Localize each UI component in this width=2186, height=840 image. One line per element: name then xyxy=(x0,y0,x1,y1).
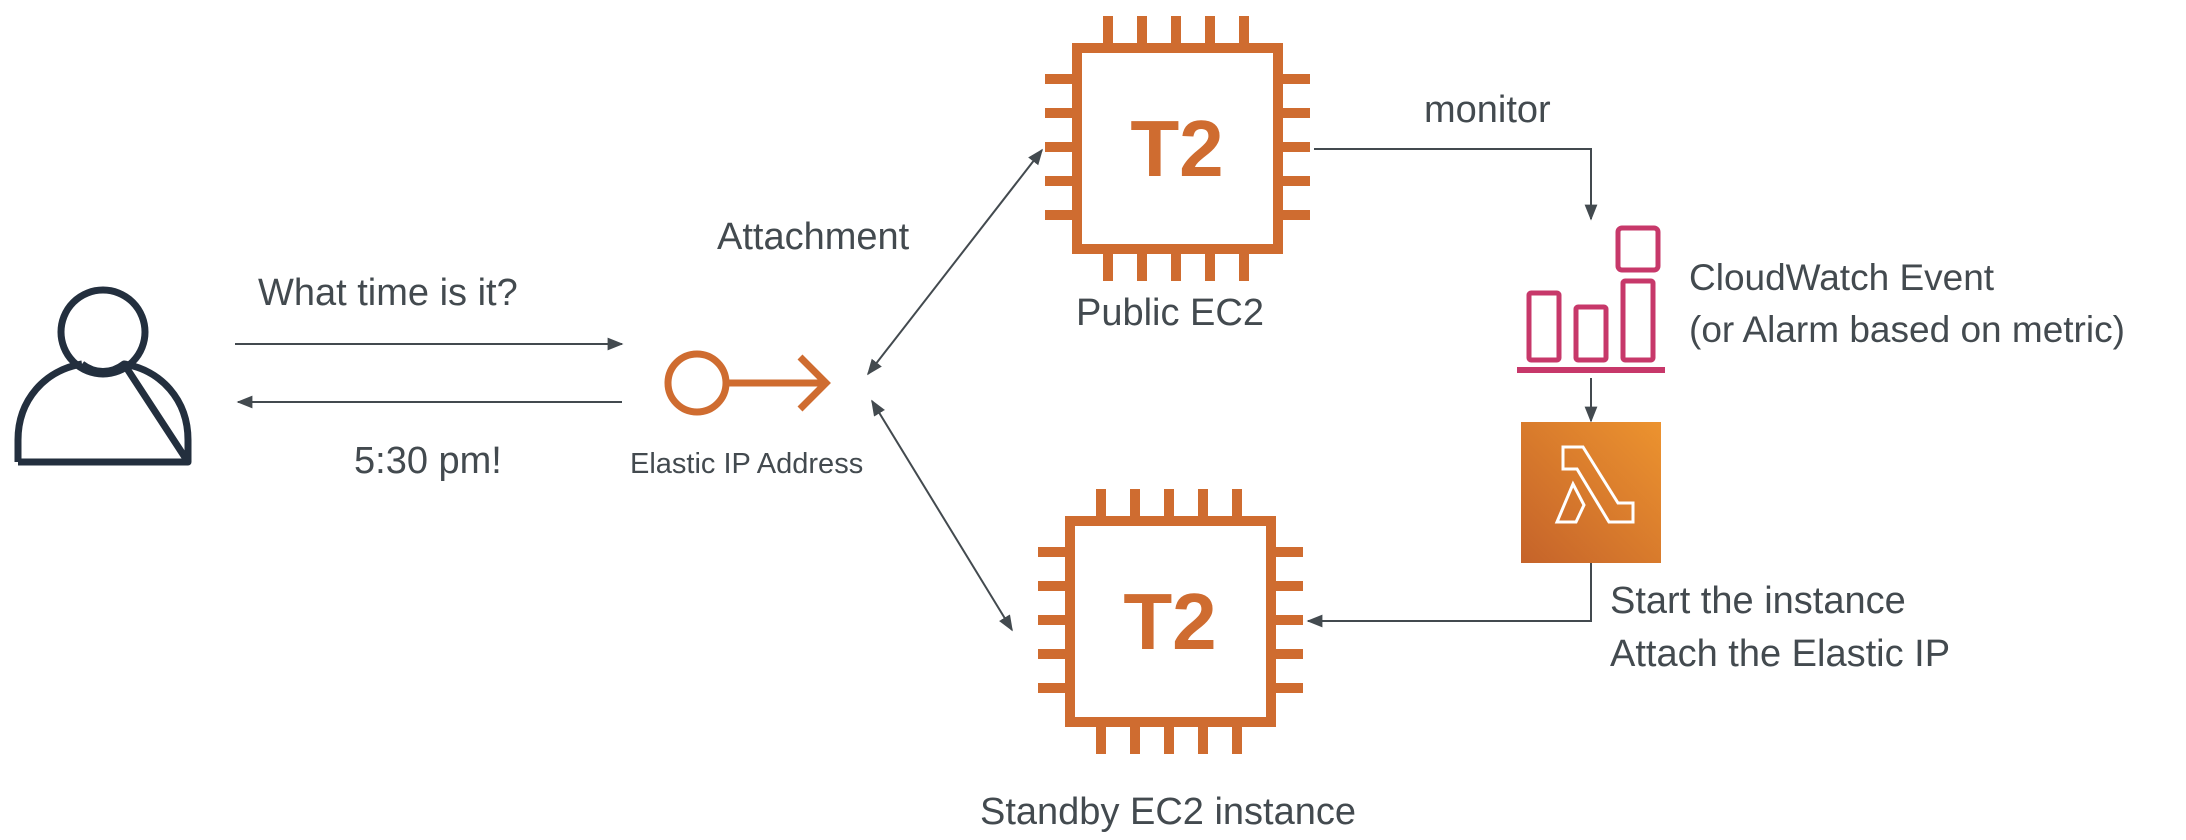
chip-pin xyxy=(1038,547,1065,557)
chip-pin xyxy=(1096,489,1106,516)
standby-ec2-label: Standby EC2 instance xyxy=(980,791,1356,833)
attachment-connector-public xyxy=(867,148,1043,376)
public-ec2-icon xyxy=(1045,16,1310,281)
chip-pin xyxy=(1103,16,1113,43)
chip-pin xyxy=(1045,74,1072,84)
chip-pin xyxy=(1038,581,1065,591)
chip-pin xyxy=(1232,489,1242,516)
lambda-action-line1: Start the instance xyxy=(1610,580,1906,622)
chip-pin xyxy=(1164,489,1174,516)
chip-body xyxy=(1072,43,1283,254)
chip-pin xyxy=(1130,489,1140,516)
chip-pin xyxy=(1045,210,1072,220)
chip-pin xyxy=(1198,489,1208,516)
chip-pin xyxy=(1171,254,1181,281)
lambda-to-standby-connector xyxy=(1306,563,1592,628)
cloudwatch-icon xyxy=(1517,225,1665,373)
chip-pin xyxy=(1164,727,1174,754)
request-label: What time is it? xyxy=(258,272,518,314)
chip-pin xyxy=(1171,16,1181,43)
chip-pin xyxy=(1103,254,1113,281)
chip-pin xyxy=(1239,16,1249,43)
response-label: 5:30 pm! xyxy=(354,440,502,482)
chip-pin xyxy=(1276,683,1303,693)
monitor-connector xyxy=(1314,148,1598,221)
monitor-label: monitor xyxy=(1424,89,1551,131)
standby-ec2-chip-text: T2 xyxy=(1123,577,1216,666)
user-icon xyxy=(14,286,192,466)
cloudwatch-label-line2: (or Alarm based on metric) xyxy=(1689,309,2125,350)
chip-pin xyxy=(1038,683,1065,693)
chip-pin xyxy=(1198,727,1208,754)
chip-pin xyxy=(1038,615,1065,625)
chip-pin xyxy=(1283,108,1310,118)
lambda-action-line2: Attach the Elastic IP xyxy=(1610,633,1950,675)
elastic-ip-icon xyxy=(664,350,831,416)
chip-pin xyxy=(1283,74,1310,84)
chip-pin xyxy=(1137,254,1147,281)
chip-pin xyxy=(1239,254,1249,281)
chip-pin xyxy=(1096,727,1106,754)
chip-pin xyxy=(1038,649,1065,659)
chip-pin xyxy=(1276,615,1303,625)
chip-pin xyxy=(1283,176,1310,186)
public-ec2-label: Public EC2 xyxy=(1076,292,1264,334)
public-ec2-chip-text: T2 xyxy=(1130,104,1223,193)
chip-pin xyxy=(1130,727,1140,754)
attachment-connector-standby xyxy=(871,399,1013,632)
chip-pin xyxy=(1205,254,1215,281)
attachment-label: Attachment xyxy=(717,216,910,258)
lambda-icon xyxy=(1521,422,1661,563)
standby-ec2-icon xyxy=(1038,489,1303,754)
chip-pin xyxy=(1283,210,1310,220)
chip-pin xyxy=(1283,142,1310,152)
chip-pin xyxy=(1137,16,1147,43)
chip-body xyxy=(1065,516,1276,727)
chip-pin xyxy=(1045,142,1072,152)
chip-pin xyxy=(1276,581,1303,591)
elastic-ip-label: Elastic IP Address xyxy=(630,448,863,480)
chip-pin xyxy=(1205,16,1215,43)
chip-pin xyxy=(1045,108,1072,118)
chip-pin xyxy=(1276,649,1303,659)
chip-pin xyxy=(1232,727,1242,754)
cloudwatch-label-line1: CloudWatch Event xyxy=(1689,257,1995,298)
chip-pin xyxy=(1045,176,1072,186)
chip-pin xyxy=(1276,547,1303,557)
